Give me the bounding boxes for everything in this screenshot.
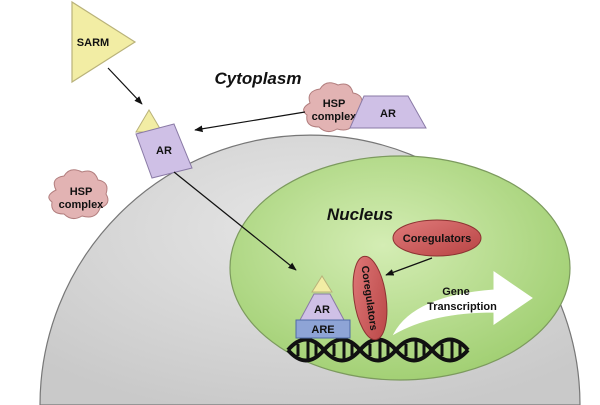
sarm-bound-dna xyxy=(311,275,333,293)
ar-are-complex: AR ARE xyxy=(295,275,351,339)
cytoplasm-label: Cytoplasm xyxy=(215,69,302,88)
sarm-label: SARM xyxy=(77,37,109,49)
arrow-ar-to-nucleus xyxy=(173,171,297,271)
ar-receptor-left xyxy=(135,123,193,179)
hsp-label-left-2: complex xyxy=(59,199,105,211)
hsp-ar-complex: HSP complex AR xyxy=(303,82,427,133)
coregulators-label: Coregulators xyxy=(403,233,471,245)
ar-receptor-top xyxy=(349,95,427,129)
hsp-label-top-1: HSP xyxy=(323,98,346,110)
gene-label: Gene xyxy=(442,286,470,298)
hsp-label-left-1: HSP xyxy=(70,186,93,198)
ar-label-dna: AR xyxy=(314,304,330,316)
ar-label-top: AR xyxy=(380,108,396,120)
sarm-ligand: SARM xyxy=(71,0,137,84)
nucleus-label: Nucleus xyxy=(327,205,393,224)
hsp-complex-free: HSP complex xyxy=(48,169,109,220)
arrow-sarm-to-ar xyxy=(107,67,143,105)
transcription-label: Transcription xyxy=(427,301,497,313)
coregulators-ellipse xyxy=(392,219,482,257)
are-label: ARE xyxy=(311,324,334,336)
arrow-complex-to-ar xyxy=(194,111,306,133)
coregulators-free: Coregulators xyxy=(392,219,482,257)
coregulators-bound-ellipse xyxy=(352,255,388,341)
ar-label-left: AR xyxy=(156,145,172,157)
coregulators-bound: Coregulators xyxy=(352,255,388,341)
ar-sarm-bound: AR xyxy=(135,109,193,179)
hsp-label-top-2: complex xyxy=(312,111,358,123)
hsp-complex-cloud-left xyxy=(48,169,109,220)
dna-double-helix xyxy=(286,337,470,363)
are-box xyxy=(295,319,351,339)
gene-transcription-arrow: Gene Transcription xyxy=(392,271,533,336)
arrow-coregulators-to-complex xyxy=(385,257,433,276)
